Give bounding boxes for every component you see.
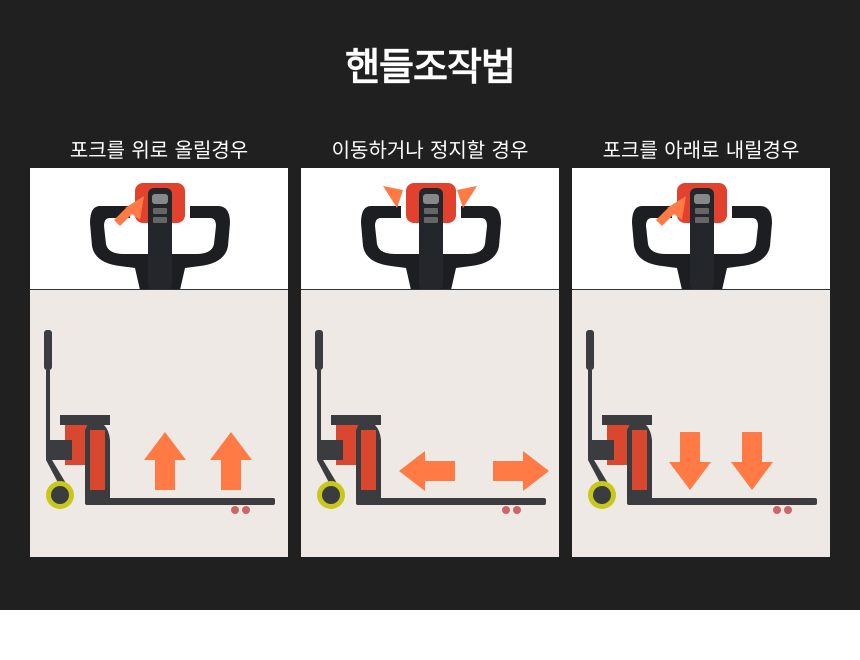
pallet-truck-image: [301, 290, 559, 557]
arrow-up-icon: [144, 432, 186, 490]
arrow-right-icon: [493, 451, 549, 491]
handle-arrow-icon: [383, 186, 403, 208]
panel-label: 포크를 위로 올릴경우: [69, 138, 249, 162]
handle-image: [30, 168, 288, 290]
handle-arrow-icon: [656, 196, 686, 226]
handle-arrow-icon: [457, 186, 477, 208]
instruction-panel-lower: 포크를 아래로 내릴경우: [572, 136, 830, 557]
panel-label: 포크를 아래로 내릴경우: [602, 138, 800, 162]
arrow-left-icon: [399, 451, 455, 491]
panel-label: 이동하거나 정지할 경우: [331, 138, 529, 162]
instruction-panel-raise: 포크를 위로 올릴경우: [30, 136, 288, 557]
handle-image: [572, 168, 830, 290]
pallet-truck-image: [30, 290, 288, 557]
pallet-truck: [44, 330, 275, 514]
arrow-down-icon: [731, 432, 773, 490]
handle-arrow-icon: [114, 196, 144, 226]
pallet-truck: [315, 330, 546, 514]
pallet-truck-image: [572, 290, 830, 557]
instruction-panel-move: 이동하거나 정지할 경우: [301, 136, 559, 557]
arrow-down-icon: [669, 432, 711, 490]
arrow-up-icon: [210, 432, 252, 490]
handle-image: [301, 168, 559, 290]
pallet-truck: [586, 330, 817, 514]
page-title: 핸들조작법: [345, 45, 516, 89]
